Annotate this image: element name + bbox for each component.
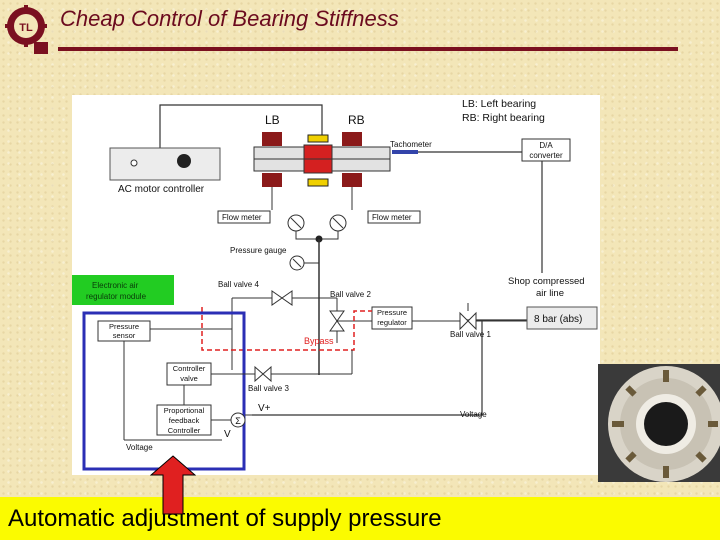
voltage-left-label: Voltage — [126, 443, 153, 452]
supply-pressure: 8 bar (abs) — [534, 314, 582, 325]
v-plus-label: V+ — [258, 403, 271, 414]
svg-text:valve: valve — [180, 374, 198, 383]
svg-text:Proportional: Proportional — [164, 406, 205, 415]
svg-text:Electronic air: Electronic air — [92, 281, 139, 290]
red-up-arrow — [150, 455, 196, 515]
svg-text:Pressure: Pressure — [109, 322, 139, 331]
svg-text:regulator: regulator — [377, 318, 407, 327]
svg-text:Flow meter: Flow meter — [372, 213, 412, 222]
title-rule — [58, 47, 678, 51]
svg-text:converter: converter — [529, 151, 563, 160]
shop-air-label-1: Shop compressed — [508, 276, 585, 287]
shop-air-label-2: air line — [536, 288, 564, 299]
ball-valve-3-label: Ball valve 3 — [248, 384, 289, 393]
bypass-line — [201, 307, 372, 351]
lb-label: LB — [265, 113, 280, 127]
svg-text:feedback: feedback — [169, 416, 200, 425]
ball-valve-4-label: Ball valve 4 — [218, 280, 259, 289]
ball-valve-2 — [329, 310, 345, 322]
svg-text:regulator module: regulator module — [86, 292, 147, 301]
tachometer-label: Tachometer — [390, 140, 432, 149]
da-converter — [521, 138, 571, 162]
svg-text:D/A: D/A — [539, 141, 553, 150]
legend-rb: RB: Right bearing — [462, 112, 545, 124]
rb-label: RB — [348, 113, 365, 127]
svg-text:Pressure: Pressure — [377, 308, 407, 317]
logo-text: TL — [19, 22, 33, 34]
svg-text:Controller: Controller — [173, 364, 206, 373]
svg-text:Flow meter: Flow meter — [222, 213, 262, 222]
ball-valve-1-label: Ball valve 1 — [450, 330, 491, 339]
ball-valve-1 — [459, 311, 469, 331]
svg-text:Σ: Σ — [235, 416, 241, 426]
voltage-right-label: Voltage — [460, 410, 487, 419]
v-minus-label: V — [224, 429, 231, 440]
bearing-stiffness-diagram: AC motor controller LB RB LB: Left beari… — [72, 95, 600, 475]
slide-caption: Automatic adjustment of supply pressure — [8, 505, 442, 532]
svg-text:Controller: Controller — [168, 426, 201, 435]
ac-motor-label: AC motor controller — [118, 184, 205, 195]
slide-title: Cheap Control of Bearing Stiffness — [60, 6, 399, 31]
tachometer — [392, 150, 418, 154]
pressure-regulator — [371, 306, 413, 330]
bypass-label: Bypass — [304, 336, 334, 346]
ball-valve-2-label: Ball valve 2 — [330, 290, 371, 299]
ball-valve-4 — [271, 290, 283, 306]
flow-meter-left — [217, 210, 271, 224]
test-rig — [253, 132, 391, 187]
ac-motor-controller — [109, 147, 221, 181]
texas-am-turbomachinery-logo: TL — [5, 5, 48, 54]
diagram-svg: AC motor controller LB RB LB: Left beari… — [72, 98, 598, 471]
caption-bar — [0, 497, 720, 540]
pressure-gauge-label: Pressure gauge — [230, 246, 287, 255]
bearing-photo — [598, 364, 720, 482]
electronic-air-regulator-label — [72, 275, 174, 305]
flow-meter-right — [367, 210, 421, 224]
ball-valve-3 — [254, 365, 264, 383]
legend-lb: LB: Left bearing — [462, 98, 536, 110]
air-supply — [526, 306, 598, 330]
svg-text:sensor: sensor — [113, 331, 136, 340]
